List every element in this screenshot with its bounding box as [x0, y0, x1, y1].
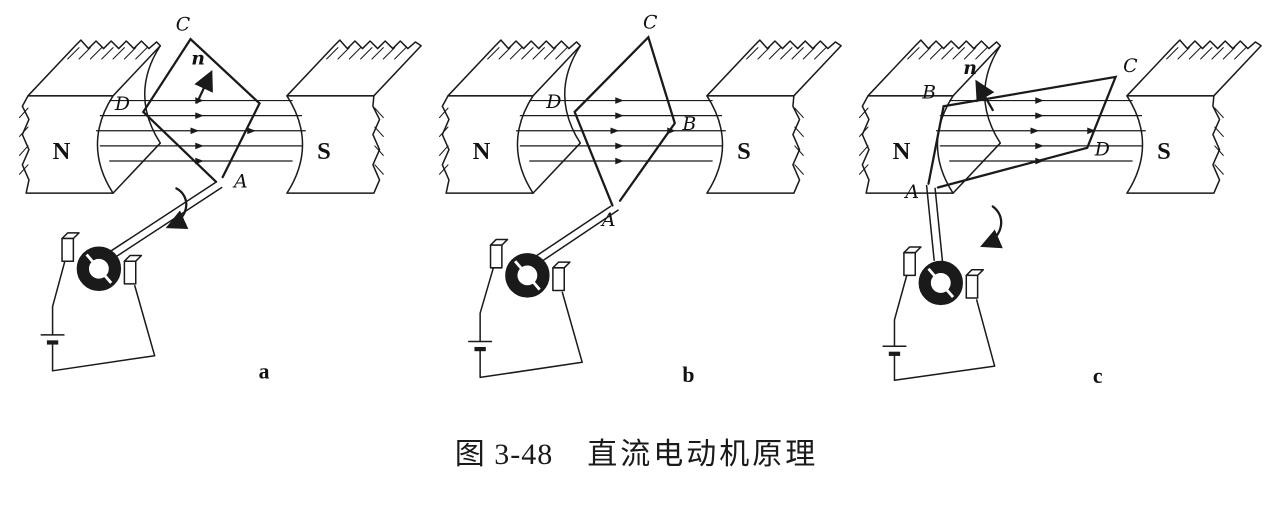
coil-label-a: A: [903, 181, 919, 203]
shaft-rotation-arrow: [165, 187, 188, 229]
panel-letter-a: a: [258, 359, 269, 383]
figure-number: 图 3-48: [454, 438, 554, 471]
commutator-ring: [504, 253, 550, 298]
field-lines: [935, 97, 1146, 165]
coil-label-a: A: [232, 170, 248, 192]
commutator: [60, 232, 142, 291]
shaft: [925, 184, 943, 264]
magnet-s: S: [285, 39, 422, 194]
panel-letter-b: b: [682, 363, 694, 387]
rotation-direction-arrow-n: [974, 79, 994, 112]
commutator-ring: [918, 260, 963, 306]
shaft: [529, 205, 619, 265]
pole-label-s: S: [737, 138, 751, 165]
coil-label-c: C: [175, 14, 190, 36]
pole-label-s: S: [1157, 138, 1171, 165]
battery-circuit: [467, 267, 583, 379]
shaft-rotation-arrow: [979, 205, 1003, 249]
brush-left: [489, 238, 508, 269]
pole-label-s: S: [317, 138, 331, 165]
battery-circuit: [881, 274, 995, 382]
magnet-s: S: [1125, 39, 1262, 194]
brush-right: [965, 268, 984, 299]
coil-label-c: C: [1123, 55, 1138, 77]
field-lines: [515, 97, 726, 165]
coil-label-c: C: [643, 12, 658, 34]
rotation-label-n: n: [191, 48, 205, 70]
commutator-split: [926, 267, 954, 299]
panel-b-diagram: N S: [438, 12, 842, 387]
magnet-s: S: [705, 39, 842, 194]
commutator-split: [85, 253, 112, 284]
panel-a-diagram: N S: [18, 14, 422, 383]
panel-row: N S: [0, 6, 1273, 403]
pole-label-n: N: [892, 138, 910, 165]
rotation-direction-arrow-n: [193, 69, 213, 104]
magnet-n: N: [18, 39, 161, 194]
coil-label-d: D: [113, 93, 129, 115]
brush-left: [902, 246, 922, 277]
battery-circuit: [39, 260, 155, 372]
figure-3-48: N S: [0, 6, 1273, 473]
brush-right: [123, 254, 142, 285]
pole-label-n: N: [52, 138, 70, 165]
commutator: [902, 246, 984, 306]
commutator: [489, 238, 571, 298]
rotation-label-n: n: [963, 57, 977, 79]
brush-right: [551, 261, 571, 292]
armature-coil: C D B A: [545, 12, 696, 231]
figure-caption: 图 3-48 直流电动机原理: [0, 429, 1273, 473]
armature-coil: B C D A n: [903, 55, 1138, 203]
brush-left: [60, 232, 80, 262]
coil-label-b: B: [921, 82, 936, 104]
pole-label-n: N: [472, 138, 490, 165]
figure-title: 直流电动机原理: [587, 438, 819, 471]
commutator-ring: [76, 246, 121, 291]
commutator-split: [513, 260, 541, 291]
coil-label-b: B: [681, 113, 696, 135]
panel-c-diagram: N S: [858, 39, 1262, 388]
coil-label-d: D: [545, 91, 561, 113]
coil-label-d: D: [1093, 138, 1109, 160]
magnet-n: N: [858, 39, 1001, 194]
field-lines: [95, 97, 306, 165]
shaft: [107, 182, 222, 259]
panel-letter-c: c: [1092, 364, 1102, 388]
armature-coil: C D A n: [113, 14, 261, 192]
magnet-n: N: [438, 39, 581, 194]
